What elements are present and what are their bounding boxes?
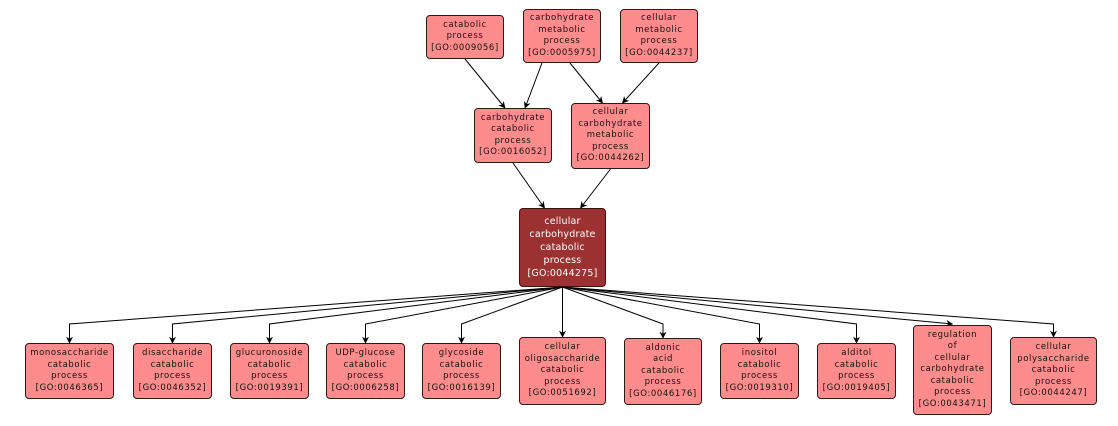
edge-GO0044275-to-GO0019391 <box>266 286 563 344</box>
edge-GO0044275-to-GO0046352 <box>169 286 563 344</box>
node-glucuronoside-catabolic-process[interactable]: glucuronoside catabolic process [GO:0019… <box>230 343 309 399</box>
node-alditol-catabolic-process[interactable]: alditol catabolic process [GO:0019405] <box>817 343 896 399</box>
edge-GO0044262-to-GO0044275 <box>580 168 611 209</box>
edge-GO0016052-to-GO0044275 <box>512 162 545 209</box>
node-glycoside-catabolic-process[interactable]: glycoside catabolic process [GO:0016139] <box>422 343 501 399</box>
node-cellular-carbohydrate-metabolic-process[interactable]: cellular carbohydrate metabolic process … <box>571 103 650 169</box>
node-catabolic-process[interactable]: catabolic process [GO:0009056] <box>426 15 504 59</box>
edge-GO0044275-to-GO0046365 <box>66 286 563 344</box>
edge-GO0044275-to-GO0019405 <box>562 286 860 344</box>
edge-GO0044275-to-GO0043471 <box>562 286 954 327</box>
node-inositol-catabolic-process[interactable]: inositol catabolic process [GO:0019310] <box>720 343 799 399</box>
node-udp-glucose-catabolic-process[interactable]: UDP-glucose catabolic process [GO:000625… <box>326 343 405 399</box>
edge-GO0044275-to-GO0016139 <box>458 286 563 344</box>
node-focus-cellular-carbohydrate-catabolic-process[interactable]: cellular carbohydrate catabolic process … <box>519 208 606 287</box>
node-aldonic-acid-catabolic-process[interactable]: aldonic acid catabolic process [GO:00461… <box>624 338 702 405</box>
edge-GO0044275-to-GO0019310 <box>562 286 763 344</box>
edge-GO0009056-to-GO0016052 <box>464 58 506 109</box>
edge-GO0005975-to-GO0044262 <box>569 62 603 104</box>
node-cellular-polysaccharide-catabolic-process[interactable]: cellular polysaccharide catabolic proces… <box>1010 337 1097 405</box>
edge-GO0044275-to-GO0006258 <box>362 286 563 344</box>
node-carbohydrate-metabolic-process[interactable]: carbohydrate metabolic process [GO:00059… <box>523 9 601 63</box>
node-regulation-of-cellular-carbohydrate-catabolic-process[interactable]: regulation of cellular carbohydrate cata… <box>913 325 992 415</box>
edge-GO0005975-to-GO0016052 <box>523 62 543 109</box>
edge-GO0044275-to-GO0044247 <box>562 286 1057 338</box>
node-carbohydrate-catabolic-process[interactable]: carbohydrate catabolic process [GO:00160… <box>474 108 552 163</box>
node-cellular-metabolic-process[interactable]: cellular metabolic process [GO:0044237] <box>620 9 698 63</box>
node-cellular-oligosaccharide-catabolic-process[interactable]: cellular oligosaccharide catabolic proce… <box>519 337 606 405</box>
node-monosaccharide-catabolic-process[interactable]: monosaccharide catabolic process [GO:004… <box>25 343 114 399</box>
edge-GO0044237-to-GO0044262 <box>622 62 660 104</box>
node-disaccharide-catabolic-process[interactable]: disaccharide catabolic process [GO:00463… <box>133 343 212 399</box>
edge-GO0044275-to-GO0046176 <box>562 286 667 339</box>
